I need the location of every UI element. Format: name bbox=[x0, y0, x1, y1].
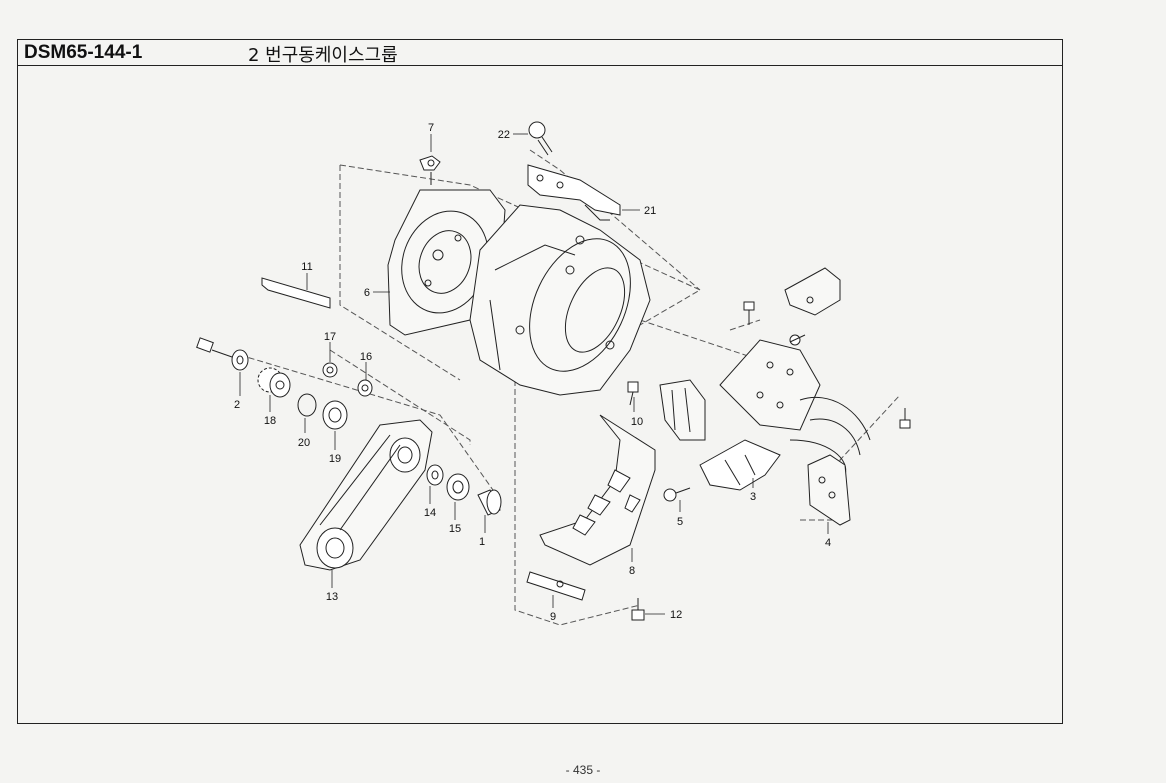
callout-15: 15 bbox=[449, 523, 461, 535]
callout-6: 6 bbox=[364, 287, 370, 299]
callout-12: 12 bbox=[670, 609, 682, 621]
part-group-title: 2 번구동케이스그룹 bbox=[248, 45, 398, 66]
callout-5: 5 bbox=[677, 516, 683, 528]
part-4-bracket bbox=[807, 454, 851, 526]
left-fin-block bbox=[659, 379, 706, 441]
part-12-bolt bbox=[631, 598, 645, 621]
callout-22: 22 bbox=[498, 129, 510, 141]
part-2-bolt-washer bbox=[196, 337, 249, 371]
part-5-screw bbox=[663, 487, 691, 502]
callout-labels: 7 22 21 11 6 17 16 2 18 20 19 14 15 1 13… bbox=[234, 122, 831, 623]
part-8-guard-plate bbox=[539, 414, 656, 566]
part-13-chain-case bbox=[299, 419, 433, 571]
part-16-washer bbox=[357, 379, 373, 397]
part-7-wing-nut bbox=[419, 155, 441, 185]
callout-leaders bbox=[239, 133, 829, 615]
callout-19: 19 bbox=[329, 453, 341, 465]
callout-21: 21 bbox=[644, 205, 656, 217]
small-screws bbox=[743, 301, 911, 429]
part-3-clamp bbox=[699, 439, 781, 491]
callout-17: 17 bbox=[324, 331, 336, 343]
callout-10: 10 bbox=[631, 416, 643, 428]
part-14-washer bbox=[426, 464, 444, 486]
callout-8: 8 bbox=[629, 565, 635, 577]
part-21-bracket bbox=[527, 164, 621, 221]
callout-1: 1 bbox=[479, 536, 485, 548]
part-19-bearing bbox=[322, 400, 348, 430]
part-18-sprocket bbox=[257, 367, 291, 398]
callout-7: 7 bbox=[428, 122, 434, 134]
callout-18: 18 bbox=[264, 415, 276, 427]
right-mount-bracket bbox=[719, 339, 871, 476]
callout-3: 3 bbox=[750, 491, 756, 503]
callout-20: 20 bbox=[298, 437, 310, 449]
header-bar: DSM65-144-1 2 번구동케이스그룹 bbox=[18, 40, 1062, 66]
callout-14: 14 bbox=[424, 507, 436, 519]
callout-13: 13 bbox=[326, 591, 338, 603]
callout-2: 2 bbox=[234, 399, 240, 411]
part-1-collar bbox=[477, 489, 502, 516]
part-20-snap-ring bbox=[297, 393, 317, 417]
part-15-bearing bbox=[446, 473, 470, 501]
part-11-bent-rod bbox=[261, 277, 331, 309]
part-9-pin bbox=[526, 571, 586, 601]
part-group-code: DSM65-144-1 bbox=[24, 42, 143, 63]
part-17-nut bbox=[322, 362, 338, 378]
callout-11: 11 bbox=[301, 261, 312, 273]
part-10-bolt bbox=[627, 381, 639, 406]
page-number: - 435 - bbox=[565, 763, 601, 777]
callout-9: 9 bbox=[550, 611, 556, 623]
part-22-bolt bbox=[528, 121, 553, 156]
diagram-frame: DSM65-144-1 2 번구동케이스그룹 bbox=[17, 39, 1063, 724]
callout-16: 16 bbox=[360, 351, 372, 363]
callout-4: 4 bbox=[825, 537, 831, 549]
top-right-block bbox=[784, 267, 841, 316]
case-housing bbox=[469, 204, 651, 396]
